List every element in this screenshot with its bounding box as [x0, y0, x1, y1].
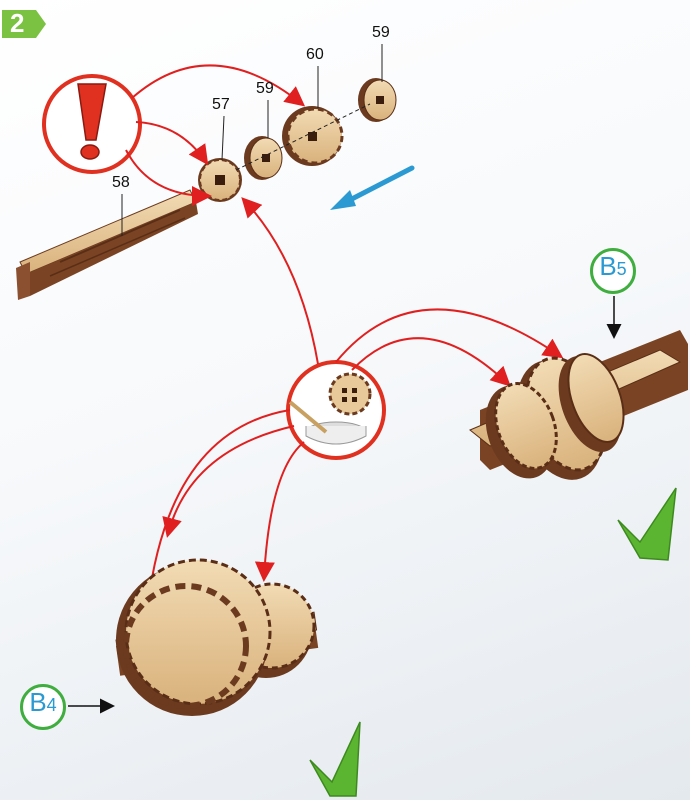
exclamation-icon: [42, 74, 142, 174]
part-58-shaft: [16, 189, 198, 300]
part-label-57: 57: [212, 96, 230, 113]
part-label-59a: 59: [256, 80, 274, 97]
checkmark-icon-b4: [309, 721, 361, 797]
arrow-warning-to-57-top: [135, 121, 209, 166]
part-label-59b: 59: [372, 24, 390, 41]
step-number: 2: [10, 8, 25, 38]
arrow-glue-to-b4-outer: [140, 409, 291, 608]
alignment-line: [235, 103, 371, 171]
part-60-gear: [282, 106, 344, 166]
direction-arrow-icon: [343, 165, 415, 205]
arrow-glue-to-b4-inner: [254, 441, 305, 582]
direction-arrow-head: [330, 190, 356, 210]
b5-assembly: [469, 330, 688, 480]
arrow-glue-to-b4-middle: [162, 425, 295, 538]
part-59a-spacer: [244, 136, 283, 180]
arrow-glue-to-b5-left: [351, 337, 511, 387]
b5-letter: B: [599, 251, 617, 281]
checkmark-icon: [617, 487, 677, 561]
part-label-58: 58: [112, 174, 130, 191]
b4-letter: B: [29, 687, 47, 717]
arrow-glue-to-57: [241, 197, 319, 365]
leader-57: [221, 115, 225, 161]
b5-number: 5: [616, 259, 627, 279]
arrow-warning-to-60: [131, 64, 306, 107]
subassembly-badge-b5: B5: [590, 248, 636, 294]
subassembly-badge-b4: B4: [20, 684, 66, 730]
b4-number: 4: [46, 695, 57, 715]
step-badge-shape: [2, 10, 46, 38]
part-label-60: 60: [306, 46, 324, 63]
b4-assembly: [115, 558, 319, 716]
arrow-glue-to-b5-right: [335, 308, 564, 363]
step-badge: 2: [0, 6, 50, 40]
part-59b-spacer: [358, 78, 397, 122]
arrow-warning-to-57-bottom: [125, 149, 212, 206]
